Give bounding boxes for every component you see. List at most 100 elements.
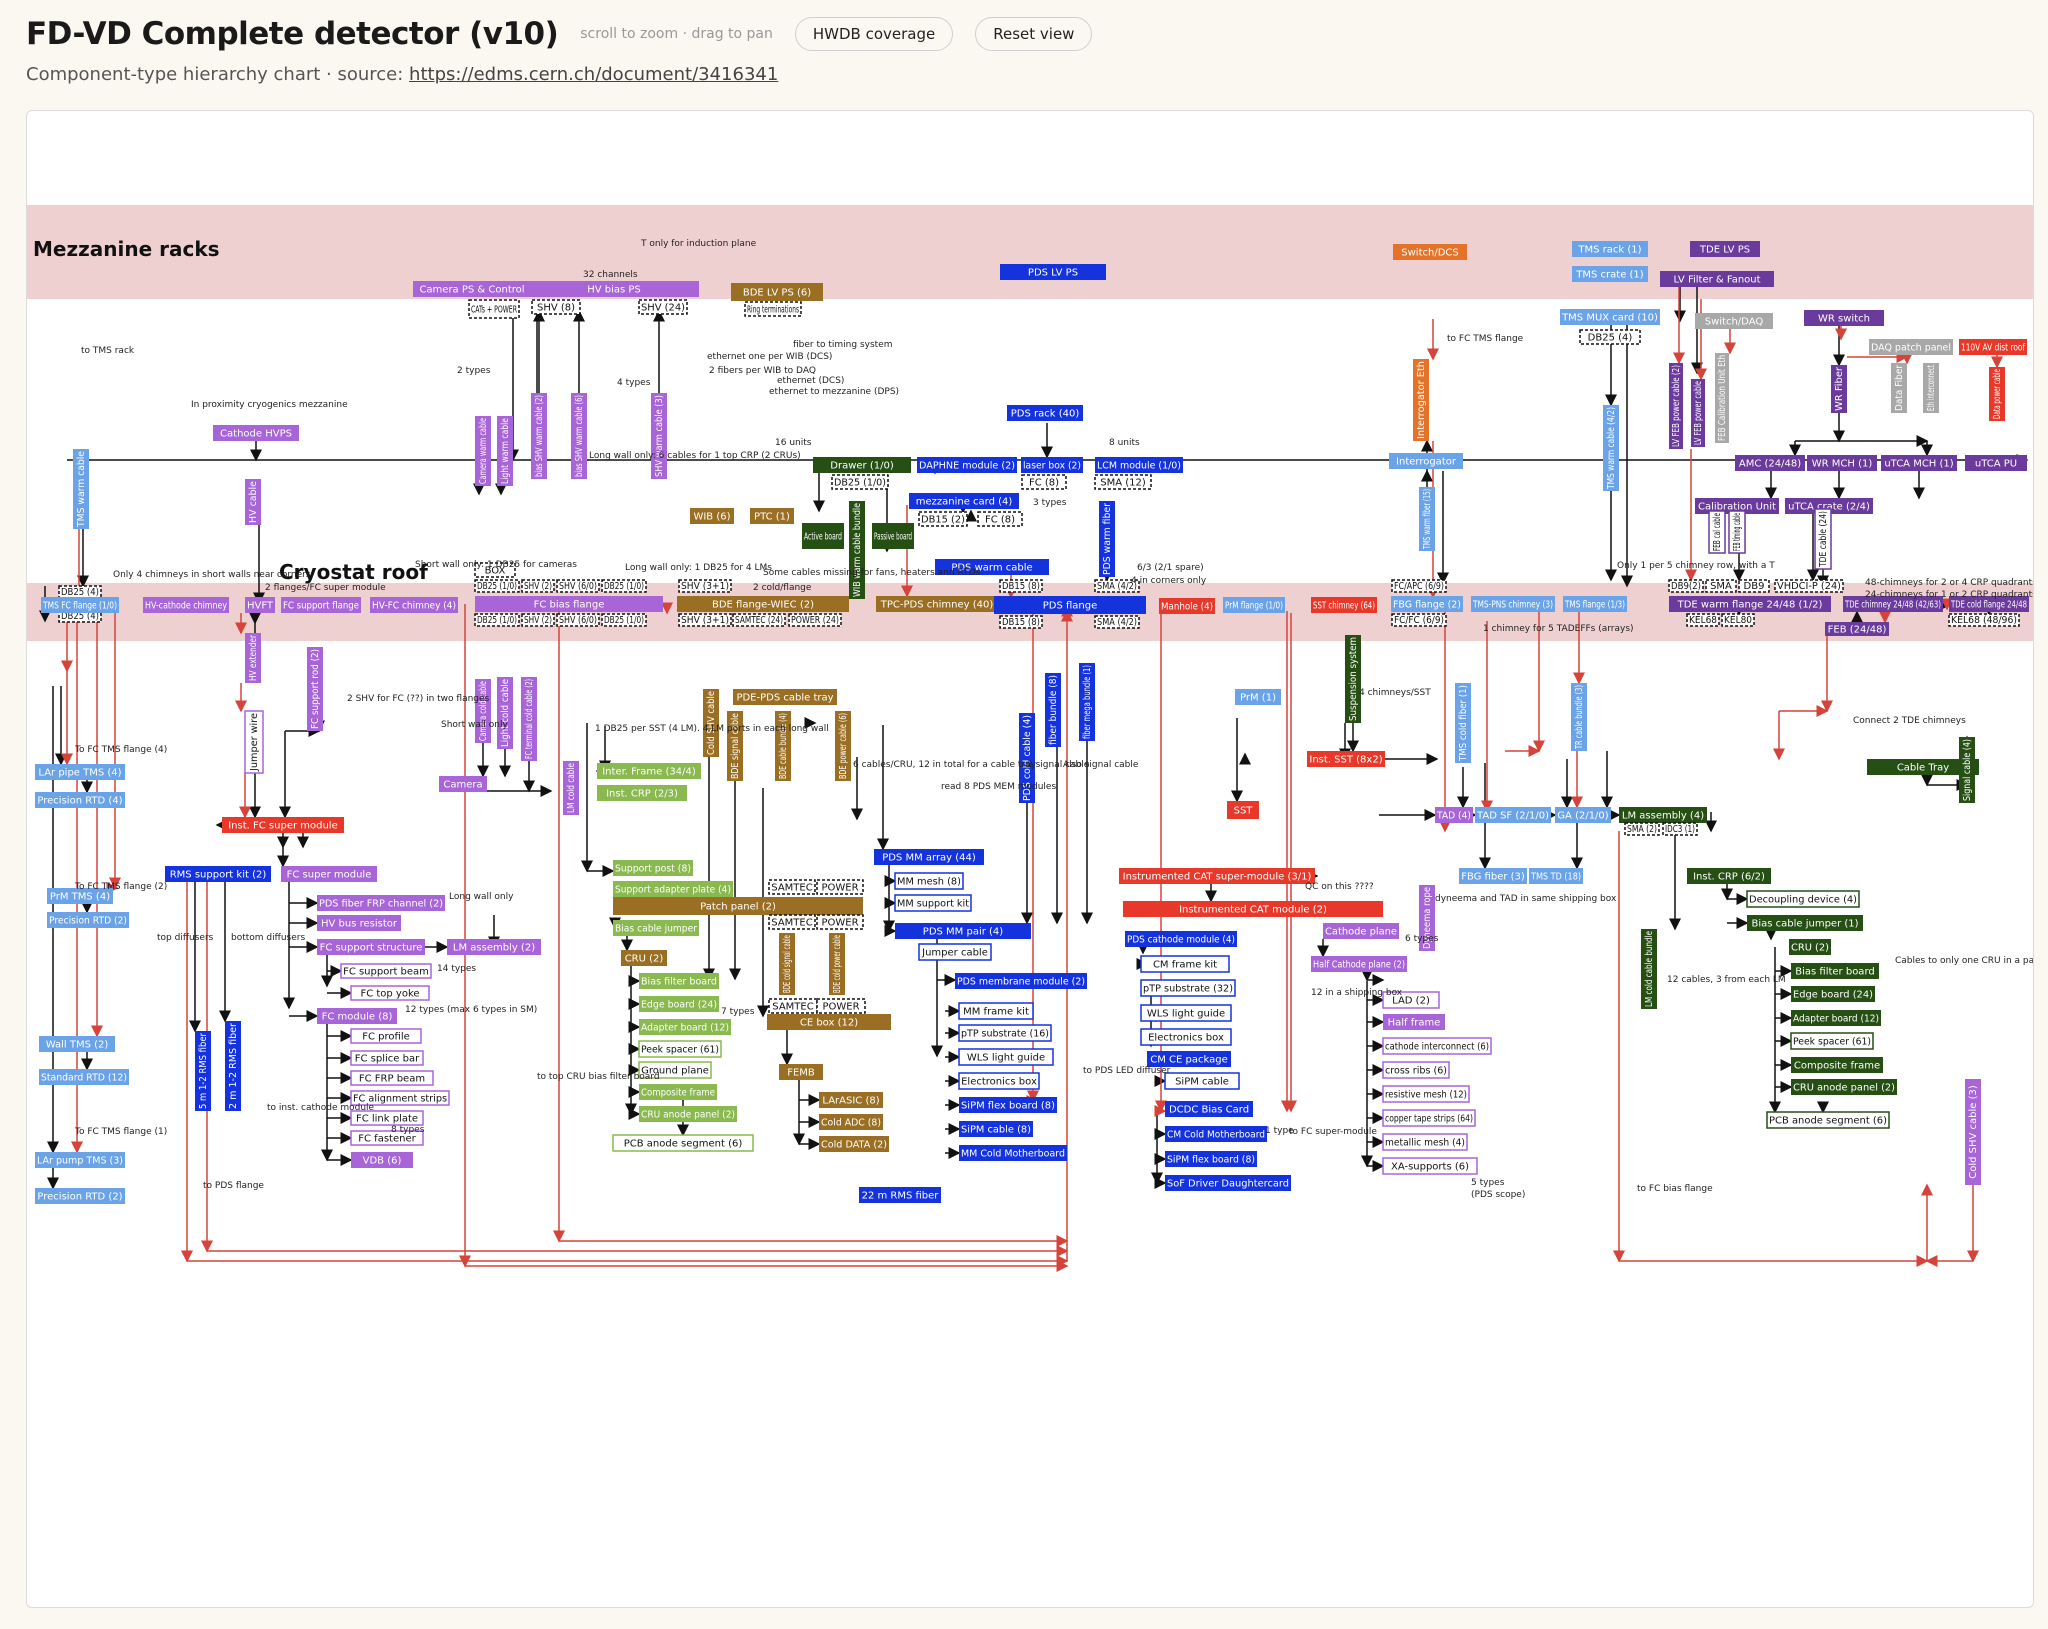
node-box[interactable]	[1687, 868, 1771, 884]
node-box[interactable]	[1307, 751, 1385, 767]
source-link[interactable]: https://edms.cern.ch/document/3416341	[409, 64, 779, 85]
node-box[interactable]	[613, 881, 733, 897]
node-box[interactable]	[819, 1114, 883, 1130]
node-lar-pump-tms-3[interactable]: LAr pump TMS (3)	[35, 1152, 125, 1168]
node-utca-crate-2-4[interactable]: uTCA crate (2/4)	[1785, 498, 1873, 514]
vnode-box[interactable]	[1728, 510, 1746, 554]
node-box[interactable]	[1572, 266, 1648, 282]
node-box[interactable]	[1624, 822, 1660, 836]
node-sst-chimney-64[interactable]: SST chimney (64)	[1311, 597, 1377, 613]
node-box[interactable]	[638, 299, 688, 315]
node-sma-2[interactable]: SMA (2)	[1624, 822, 1660, 836]
node-box[interactable]	[1529, 868, 1583, 884]
node-mm-frame-kit[interactable]: MM frame kit	[958, 1002, 1034, 1020]
node-manhole-4[interactable]: Manhole (4)	[1159, 598, 1215, 614]
node-inst-crp-6-2[interactable]: Inst. CRP (6/2)	[1687, 868, 1771, 884]
node-box[interactable]	[1807, 455, 1877, 471]
node-edge-board-24[interactable]: Edge board (24)	[1791, 986, 1875, 1002]
node-box[interactable]	[732, 613, 786, 627]
node-box[interactable]	[1165, 1151, 1257, 1167]
node-22-m-rms-fiber[interactable]: 22 m RMS fiber	[859, 1187, 941, 1203]
node-electronics-box[interactable]: Electronics box	[1140, 1028, 1232, 1046]
node-tms-rack-1[interactable]: TMS rack (1)	[1572, 241, 1648, 257]
node-box[interactable]	[690, 508, 734, 524]
node-box[interactable]	[1311, 956, 1407, 972]
vnode-lm-cold-cable-bundle[interactable]: LM cold cable bundle	[1641, 929, 1657, 1009]
vnode-camera-cold-cable[interactable]: Camera cold cable	[475, 679, 491, 743]
node-fc-module-8[interactable]: FC module (8)	[317, 1008, 397, 1024]
node-wr-switch[interactable]: WR switch	[1804, 310, 1884, 326]
node-cru-2[interactable]: CRU (2)	[621, 950, 667, 966]
node-wls-light-guide[interactable]: WLS light guide	[1140, 1004, 1232, 1022]
vnode-box[interactable]	[497, 416, 513, 486]
vnode-tde-cable-24[interactable]: TDE cable (24)	[1814, 508, 1832, 570]
node-box[interactable]	[612, 1134, 754, 1152]
node-box[interactable]	[1389, 453, 1463, 469]
vnode-tms-warm-cable-4-2[interactable]: TMS warm cable (4/2)	[1603, 405, 1619, 491]
vnode-box[interactable]	[563, 761, 579, 815]
node-shv-3-1[interactable]: SHV (3+1)	[678, 579, 732, 593]
node-box[interactable]	[859, 1187, 941, 1203]
node-precision-rtd-2[interactable]: Precision RTD (2)	[35, 1188, 125, 1204]
vnode-jumper-wire[interactable]: Jumper wire	[244, 710, 264, 774]
node-wib-6[interactable]: WIB (6)	[690, 508, 734, 524]
hwdb-coverage-button[interactable]: HWDB coverage	[794, 17, 954, 51]
node-db15-8[interactable]: DB15 (8)	[999, 579, 1043, 593]
node-box[interactable]	[1235, 689, 1281, 705]
vnode-feb-cal-cable[interactable]: FEB cal cable	[1708, 510, 1726, 554]
node-box[interactable]	[816, 998, 866, 1014]
node-box[interactable]	[35, 1188, 125, 1204]
node-box[interactable]	[613, 897, 863, 915]
node-box[interactable]	[35, 764, 125, 780]
node-db25-1-0[interactable]: DB25 (1/0)	[601, 579, 647, 593]
node-box[interactable]	[1140, 955, 1230, 973]
node-utca-pu[interactable]: uTCA PU	[1965, 455, 2027, 471]
node-bias-cable-jumper[interactable]: Bias cable jumper	[613, 920, 699, 936]
node-box[interactable]	[909, 493, 1019, 509]
node-box[interactable]	[819, 1136, 889, 1152]
node-fc-top-yoke[interactable]: FC top yoke	[350, 985, 430, 1001]
node-box[interactable]	[779, 1064, 823, 1080]
node-box[interactable]	[556, 613, 600, 627]
node-box[interactable]	[317, 915, 401, 931]
node-pds-lv-ps[interactable]: PDS LV PS	[1000, 264, 1106, 280]
node-box[interactable]	[1383, 1014, 1445, 1030]
node-cats-power[interactable]: CATs + POWER	[468, 299, 520, 319]
node-box[interactable]	[1867, 759, 1979, 775]
node-box[interactable]	[1572, 241, 1648, 257]
node-mezzanine-card-4[interactable]: mezzanine card (4)	[909, 493, 1019, 509]
vnode-box[interactable]	[244, 710, 264, 774]
vnode-hv-cable[interactable]: HV cable	[245, 479, 261, 525]
node-box[interactable]	[1843, 596, 1943, 612]
node-tad-4[interactable]: TAD (4)	[1435, 807, 1473, 823]
node-box[interactable]	[601, 579, 647, 593]
node-tms-flange-1-3[interactable]: TMS flange (1/3)	[1563, 596, 1627, 612]
node-box[interactable]	[1095, 457, 1183, 473]
node-box[interactable]	[47, 912, 129, 928]
node-tms-mux-card-10[interactable]: TMS MUX card (10)	[1560, 309, 1660, 325]
node-camera-ps-control[interactable]: Camera PS & Control	[413, 281, 531, 297]
node-box[interactable]	[1007, 405, 1083, 421]
vnode-box[interactable]	[1814, 508, 1832, 570]
node-cold-adc-8[interactable]: Cold ADC (8)	[819, 1114, 883, 1130]
node-wall-tms-2[interactable]: Wall TMS (2)	[39, 1036, 115, 1052]
node-box[interactable]	[1774, 579, 1844, 593]
vnode-hv-extender[interactable]: HV extender	[245, 633, 261, 683]
vnode-box[interactable]	[73, 449, 89, 529]
node-samtec[interactable]: SAMTEC	[768, 914, 816, 930]
reset-view-button[interactable]: Reset view	[975, 17, 1093, 51]
node-bde-lv-ps-6[interactable]: BDE LV PS (6)	[731, 283, 823, 301]
node-peek-spacer-61[interactable]: Peek spacer (61)	[638, 1040, 722, 1058]
node-box[interactable]	[1563, 596, 1627, 612]
node-fbg-flange-2[interactable]: FBG flange (2)	[1391, 596, 1463, 612]
node-db9[interactable]: DB9	[1738, 579, 1770, 593]
node-box[interactable]	[1825, 622, 1889, 636]
node-composite-frame[interactable]: Composite frame	[1791, 1057, 1883, 1073]
vnode-dyneema-rope[interactable]: Dyneema rope	[1419, 885, 1435, 951]
node-cold-data-2[interactable]: Cold DATA (2)	[819, 1136, 889, 1152]
node-hv-cathode-chimney[interactable]: HV-cathode chimney	[143, 597, 229, 613]
node-box[interactable]	[1382, 1037, 1492, 1055]
node-inst-crp-2-3[interactable]: Inst. CRP (2/3)	[597, 785, 687, 801]
node-box[interactable]	[531, 299, 581, 315]
